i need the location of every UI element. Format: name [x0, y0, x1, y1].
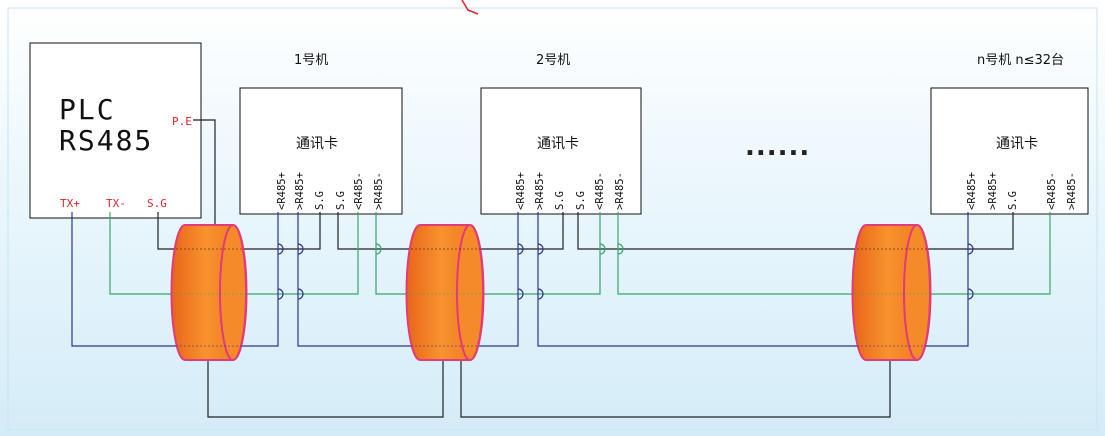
wire-crossover [617, 243, 624, 255]
device-1-terminal: <R485- [353, 172, 365, 210]
device-2-terminal: S.G [554, 191, 566, 210]
device-2-terminal: S.G [575, 191, 587, 210]
device-n-terminal: <R485- [1046, 172, 1058, 210]
device-2-terminal: <R485- [594, 172, 606, 210]
device-1-title: 1号机 [294, 53, 328, 68]
device-2-terminal: <R485+ [515, 172, 527, 210]
device-1-terminal: <R485+ [276, 172, 288, 210]
plc-title: PLC [59, 93, 116, 126]
device-n-terminal: >R485+ [987, 172, 999, 210]
device-n-card-label: 通讯卡 [996, 136, 1038, 152]
cable-end [456, 224, 484, 361]
wire-crossover [537, 243, 544, 300]
wire-crossover [517, 243, 524, 300]
wire-crossover [967, 243, 974, 300]
device-2-card-label: 通讯卡 [537, 136, 579, 152]
device-n-title: n号机 n≤32台 [977, 53, 1064, 68]
device-2-box [480, 87, 642, 215]
top-mark [461, 0, 479, 15]
device-1-terminal: S.G [314, 191, 326, 210]
device-1-terminal: >R485+ [294, 172, 306, 210]
cable-end [903, 224, 931, 361]
wire-crossover [297, 243, 304, 300]
more-devices-ellipsis: ...... [745, 132, 810, 162]
wire-crossover [599, 243, 606, 255]
wire-crossover [375, 243, 382, 255]
device-1-card-label: 通讯卡 [296, 136, 338, 152]
plc-box [29, 42, 202, 219]
device-n-terminal: <R485+ [966, 172, 978, 210]
device-n-box [930, 87, 1089, 215]
device-2-title: 2号机 [536, 53, 570, 68]
plc-terminal-sg: S.G [147, 197, 167, 210]
plc-terminal-tx-minus: TX- [106, 197, 126, 210]
device-1-box [239, 87, 403, 215]
device-1-terminal: S.G [335, 191, 347, 210]
wire-crossover [277, 243, 284, 300]
cable-shield-link [207, 355, 891, 418]
plc-terminal-tx-plus: TX+ [60, 197, 80, 210]
device-2: 2号机 通讯卡 <R485+ >R485+ S.G S.G <R485- >R4… [480, 53, 642, 215]
shielded-cable-2 [405, 224, 485, 361]
shielded-cable-3 [851, 224, 932, 361]
shielded-cable-1 [170, 224, 248, 361]
device-n: n号机 n≤32台 通讯卡 <R485+ >R485+ S.G <R485- >… [930, 53, 1089, 215]
device-n-terminal: S.G [1007, 191, 1019, 210]
plc-unit: PLC RS485 P.E TX+ TX- S.G [29, 42, 202, 219]
device-2-terminal: >R485+ [534, 172, 546, 210]
diagram-frame [7, 7, 1098, 431]
device-2-terminal: >R485- [614, 172, 626, 210]
plc-subtitle: RS485 [59, 124, 153, 157]
device-n-terminal: >R485- [1066, 172, 1078, 210]
plc-pe-label: P.E [172, 115, 192, 128]
device-1-terminal: >R485- [373, 172, 385, 210]
cable-end [219, 224, 247, 361]
device-1: 1号机 通讯卡 <R485+ >R485+ S.G S.G <R485- >R4… [239, 53, 403, 215]
